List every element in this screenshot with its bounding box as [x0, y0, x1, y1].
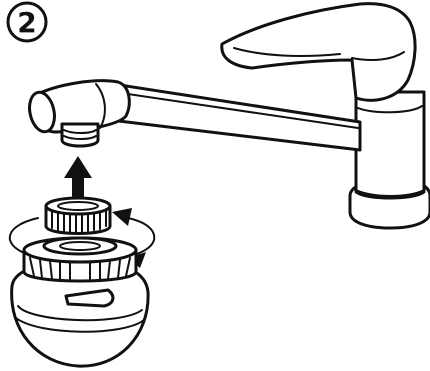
faucet-lever-handle — [220, 2, 417, 102]
spout-head — [28, 79, 131, 134]
aerator-head — [10, 236, 150, 368]
faucet-base — [348, 90, 430, 230]
step-number: 2 — [17, 6, 36, 39]
adapter-ring — [44, 196, 112, 235]
faucet-spout — [98, 80, 362, 152]
spout-thread-stub — [60, 122, 100, 148]
step-badge: 2 — [6, 1, 48, 43]
up-arrow-icon — [64, 156, 92, 200]
step-badge-circle — [6, 1, 48, 43]
